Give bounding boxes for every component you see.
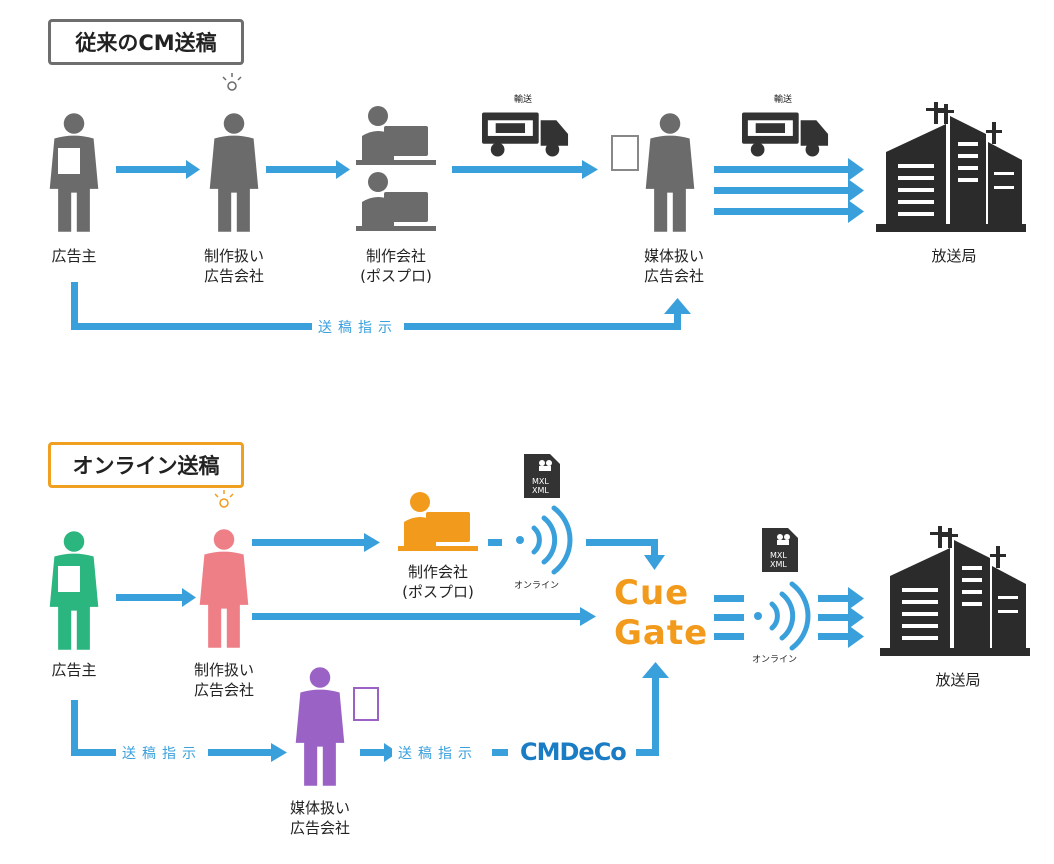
- document-icon: [353, 687, 379, 721]
- label-transport-2: 輸送: [774, 95, 793, 105]
- label-transport-1: 輸送: [514, 95, 533, 105]
- label-instruction-2: 送稿指示: [392, 743, 484, 763]
- label-agency: 制作扱い 広告会社: [203, 247, 264, 285]
- label-instruction: 送稿指示: [312, 317, 404, 337]
- label-advertiser: 広告主: [51, 661, 97, 679]
- truck-icon: [482, 112, 569, 157]
- file-label-xml-1: XML: [532, 486, 549, 495]
- cuegate-logo-line1: Cue: [614, 573, 690, 613]
- label-instruction-1: 送稿指示: [116, 743, 208, 763]
- section-title-traditional: 従来のCM送稿: [48, 19, 244, 65]
- idea-bulb-icon: [222, 73, 242, 91]
- label-production: 制作会社 (ポスプロ): [402, 563, 474, 601]
- agency-person-gray: [209, 113, 259, 232]
- wifi-signal-icon: [516, 505, 573, 575]
- label-online-2: オンライン: [752, 655, 798, 665]
- advertiser-person-gray: [49, 113, 99, 232]
- label-media-agency: 媒体扱い 広告会社: [289, 799, 350, 837]
- label-online-1: オンライン: [514, 581, 560, 591]
- file-label-mxl-1: MXL: [532, 477, 549, 486]
- label-broadcaster: 放送局: [935, 671, 981, 689]
- laptop-worker-icon: [356, 172, 436, 231]
- media-agency-person-gray: [645, 113, 695, 232]
- building-icon: [876, 102, 1026, 232]
- advertiser-person-green: [49, 531, 99, 650]
- laptop-worker-icon: [356, 106, 436, 165]
- cmdeco-logo: CMDeCo: [520, 738, 627, 766]
- document-icon: [611, 135, 639, 171]
- label-advertiser: 広告主: [51, 247, 97, 265]
- building-icon: [880, 526, 1030, 656]
- file-label-xml-2: XML: [770, 560, 787, 569]
- idea-bulb-icon: [214, 490, 234, 508]
- flow-arrows-1: [71, 158, 864, 330]
- file-label-mxl-2: MXL: [770, 551, 787, 560]
- wifi-signal-icon: [754, 581, 811, 651]
- truck-icon: [742, 112, 829, 157]
- label-agency: 制作扱い 広告会社: [193, 661, 254, 699]
- label-broadcaster: 放送局: [931, 247, 977, 265]
- label-production: 制作会社 (ポスプロ): [360, 247, 432, 285]
- agency-person-pink: [199, 529, 249, 648]
- section-title-online: オンライン送稿: [48, 442, 244, 488]
- laptop-worker-icon: [398, 492, 478, 551]
- cuegate-logo-line2: Gate: [614, 613, 709, 653]
- label-media-agency: 媒体扱い 広告会社: [643, 247, 704, 285]
